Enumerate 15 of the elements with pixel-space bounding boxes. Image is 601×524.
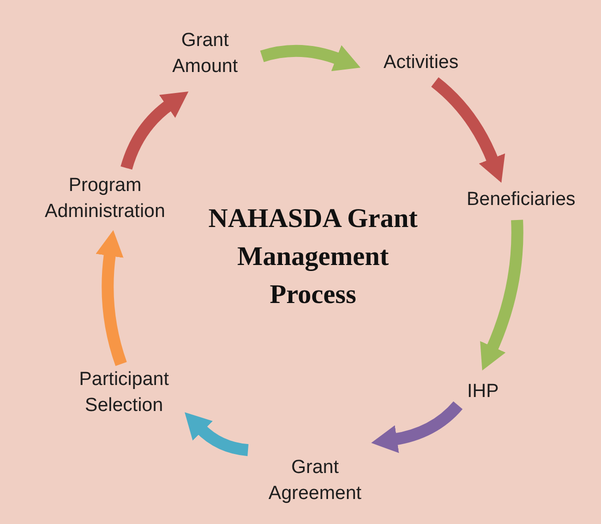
step-label: Grant Agreement xyxy=(268,456,362,506)
step-label: Grant Amount xyxy=(171,29,239,79)
curved-arrow xyxy=(371,401,462,453)
step-label: Participant Selection xyxy=(78,368,170,418)
curved-arrow xyxy=(184,412,249,456)
diagram-title: NAHASDA Grant Management Process xyxy=(208,202,418,311)
step-label: Beneficiaries xyxy=(466,188,576,212)
curved-arrow xyxy=(480,220,524,371)
curved-arrow xyxy=(120,90,188,170)
curved-arrow xyxy=(96,230,127,366)
step-label: Activities xyxy=(384,51,458,76)
step-label: IHP xyxy=(467,380,499,404)
curved-arrow xyxy=(431,77,505,183)
curved-arrow xyxy=(260,44,361,72)
step-label: Program Administration xyxy=(44,174,166,224)
